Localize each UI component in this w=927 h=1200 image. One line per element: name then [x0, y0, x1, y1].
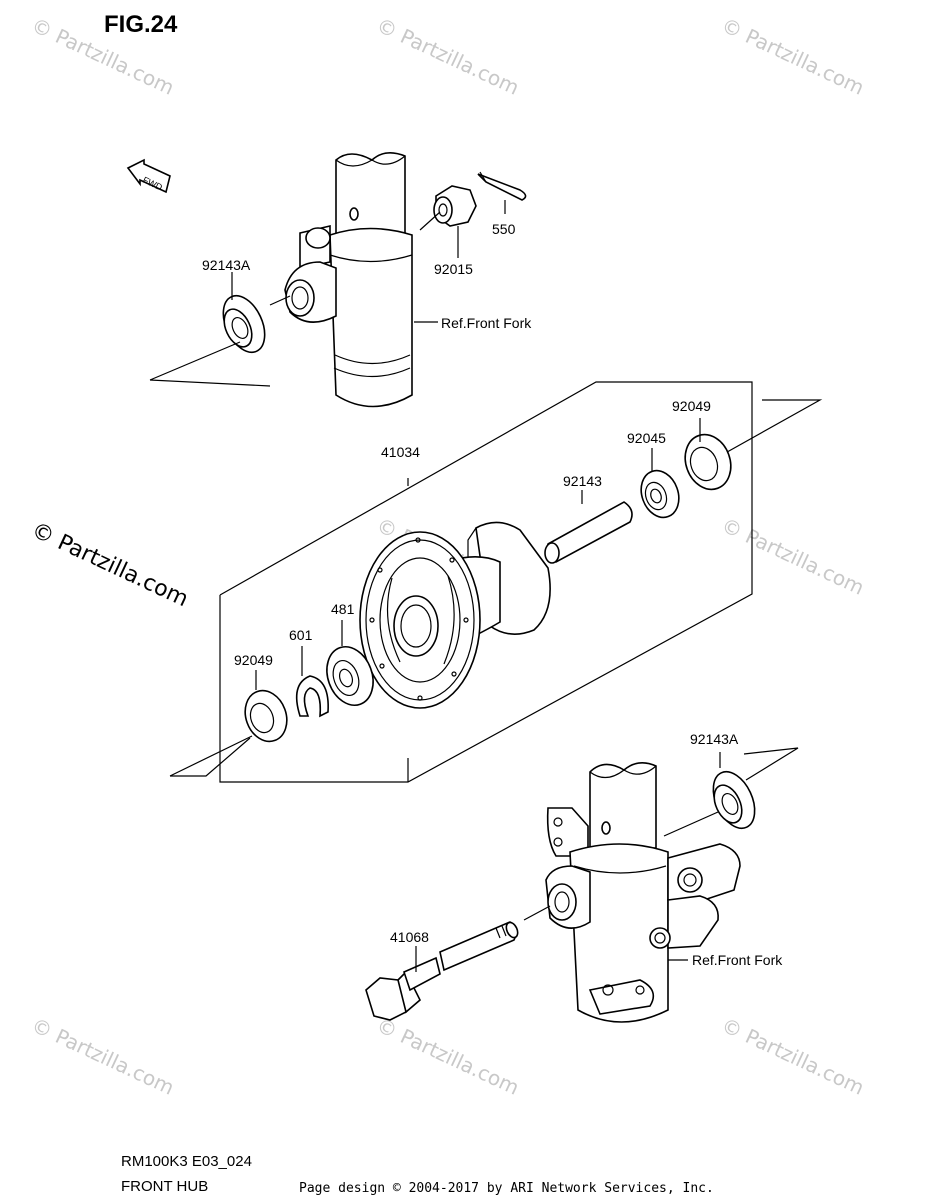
callout-92143: 92143: [563, 473, 602, 489]
callout-ref-front-fork-bottom: Ref.Front Fork: [692, 952, 783, 968]
bottom-fork-leg: [545, 762, 741, 1023]
diagram-name: FRONT HUB: [121, 1178, 208, 1195]
top-fork-leg: [284, 152, 413, 408]
callout-ref-front-fork-top: Ref.Front Fork: [441, 315, 532, 331]
callout-92049-left: 92049: [234, 652, 273, 668]
watermark-primary: © Partzilla.com: [27, 518, 191, 612]
part-550-cotter-pin: [477, 171, 527, 201]
forward-arrow-icon: FWD: [126, 158, 171, 194]
watermark-text: © Partzilla.com: [373, 13, 523, 100]
watermark-text: © Partzilla.com: [718, 513, 868, 600]
part-92049-right-seal: [684, 433, 732, 491]
part-92143A-bottom-collar: [712, 770, 756, 830]
part-92045-bearing: [640, 469, 680, 519]
watermark-text: © Partzilla.com: [718, 13, 868, 100]
callout-601: 601: [289, 627, 313, 643]
figure-title: FIG.24: [104, 11, 178, 38]
callout-481: 481: [331, 601, 355, 617]
diagram-code: RM100K3 E03_024: [121, 1153, 252, 1170]
callout-92143A-top: 92143A: [202, 257, 251, 273]
callout-92015: 92015: [434, 261, 473, 277]
callout-92143A-bottom: 92143A: [690, 731, 739, 747]
callout-550: 550: [492, 221, 516, 237]
hub-assembly-bracket: [219, 381, 753, 783]
part-92143A-top-collar: [222, 294, 266, 354]
watermark-text: © Partzilla.com: [718, 1013, 868, 1100]
page-credit: Page design © 2004-2017 by ARI Network S…: [299, 1181, 714, 1196]
callout-41034: 41034: [381, 444, 420, 460]
watermark-text: © Partzilla.com: [373, 1013, 523, 1100]
part-481-bearing: [326, 646, 374, 706]
part-92143-spacer: [544, 501, 633, 564]
part-92015-nut: [433, 185, 477, 227]
callout-92049-right: 92049: [672, 398, 711, 414]
part-41068-axle-bolt: [365, 921, 519, 1021]
callout-92045: 92045: [627, 430, 666, 446]
callout-41068: 41068: [390, 929, 429, 945]
part-92049-left-seal: [244, 689, 288, 743]
part-601-circlip: [295, 675, 329, 718]
watermark-text: © Partzilla.com: [28, 1013, 178, 1100]
part-41034-hub: [359, 521, 551, 709]
